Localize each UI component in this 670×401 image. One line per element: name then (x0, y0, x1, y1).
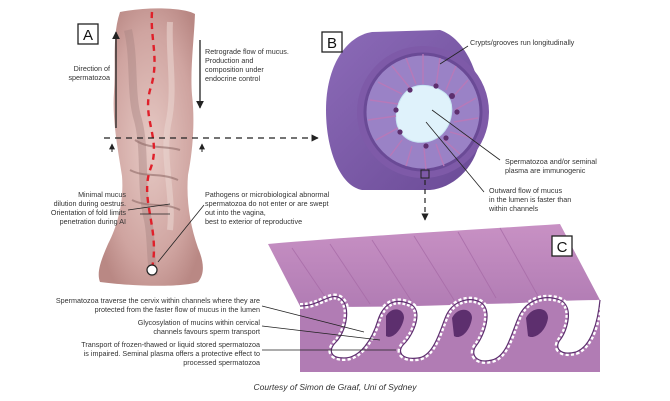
entry-point-circle (146, 264, 158, 276)
label-direction-of-spermatozoa: Direction of spermatozoa (68, 64, 110, 82)
label-seminal-plasma: Spermatozoa and/or seminal plasma are im… (505, 157, 597, 175)
panel-label-a: A (83, 27, 93, 44)
label-crypts: Crypts/grooves run longitudinally (470, 38, 575, 47)
label-minimal-mucus: Minimal mucus dilution during oestrus. O… (50, 190, 126, 226)
panel-label-b-box (321, 31, 343, 53)
leader-outward (425, 121, 485, 193)
leader-crypts (439, 45, 469, 65)
panel-label-c-box (551, 235, 573, 257)
zoom-square (420, 169, 430, 179)
label-outward-flow: Outward flow of mucus in the lumen is fa… (489, 186, 572, 213)
leader-seminal (431, 109, 501, 161)
channels-illustration (268, 224, 603, 372)
cross-section (326, 30, 489, 190)
panel-label-b: B (327, 35, 337, 52)
label-retrograde-flow: Retrograde flow of mucus. Production and… (205, 47, 289, 83)
sperm-path-dashed (145, 11, 156, 269)
leader-traverse (261, 305, 365, 333)
leader-glycosylation (261, 325, 381, 341)
panel-label-c: C (557, 239, 568, 256)
label-glycosylation: Glycosylation of mucins within cervical … (137, 318, 260, 336)
leader-minimal-mucus (127, 203, 171, 215)
panel-label-a-box (77, 23, 99, 45)
crypts-radial (367, 54, 479, 171)
credit-line: Courtesy of Simon de Graaf, Uni of Sydne… (253, 382, 417, 392)
label-transport: Transport of frozen-thawed or liquid sto… (81, 340, 260, 367)
label-traverse: Spermatozoa traverse the cervix within c… (55, 296, 260, 314)
label-pathogens: Pathogens or microbiological abnormal sp… (205, 190, 330, 226)
leader-pathogens (157, 204, 205, 263)
cervix-photo (98, 8, 203, 286)
